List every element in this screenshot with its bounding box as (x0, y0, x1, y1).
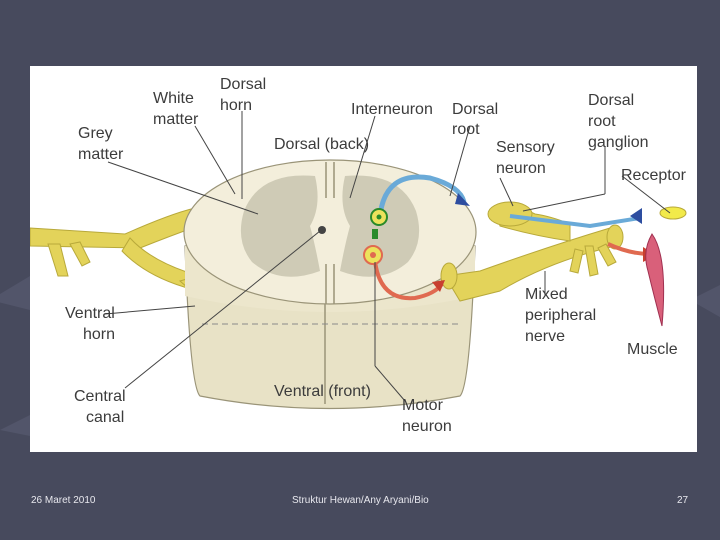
motor-pathway (373, 260, 444, 301)
label-ventral-horn: Ventral horn (65, 305, 119, 343)
label-receptor: Receptor (621, 167, 687, 184)
label-central-canal: Central canal (74, 388, 130, 426)
label-sensory-neuron: Sensory neuron (496, 139, 559, 177)
central-canal (318, 226, 326, 234)
label-dorsal-root: Dorsal root (452, 101, 503, 138)
sensory-pathway (377, 174, 467, 217)
label-grey-matter: Grey matter (78, 125, 124, 163)
label-dorsal-root-ganglion: Dorsal root ganglion (588, 92, 649, 151)
grey-matter-left (240, 175, 320, 277)
label-ventral-front: Ventral (front) (274, 383, 371, 400)
label-interneuron: Interneuron (351, 101, 433, 118)
footer-title: Struktur Hewan/Any Aryani/Bio (292, 495, 429, 506)
muscle (645, 233, 665, 327)
label-muscle: Muscle (627, 341, 678, 358)
label-dorsal-horn: Dorsal horn (220, 76, 271, 114)
label-dorsal-back: Dorsal (back) (274, 136, 369, 153)
grey-matter-right (340, 175, 420, 277)
label-motor-neuron: Motor neuron (402, 397, 452, 435)
slide-number: 27 (677, 495, 689, 506)
footer-date: 26 Maret 2010 (31, 495, 96, 506)
label-mixed-peripheral-nerve: Mixed peripheral nerve (525, 286, 601, 345)
diagram-labels: Grey matter White matter Dorsal horn Int… (65, 76, 687, 435)
spinal-cord-diagram: Grey matter White matter Dorsal horn Int… (30, 66, 697, 452)
label-white-matter: White matter (153, 90, 199, 128)
spinal-cord (183, 159, 477, 410)
leader-lines (104, 111, 671, 402)
